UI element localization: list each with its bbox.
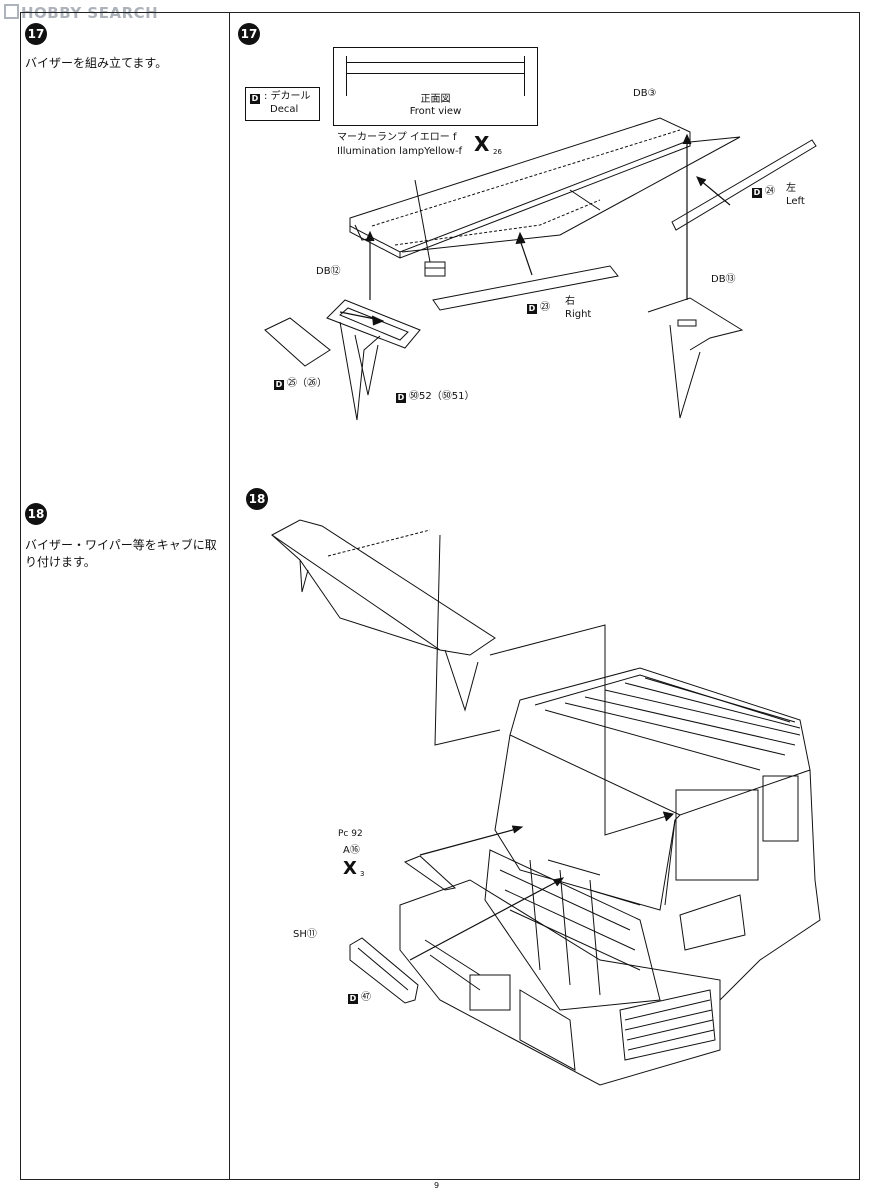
front-view-ja: 正面図: [420, 94, 451, 105]
front-view-en: Front view: [409, 106, 462, 117]
decal-legend: D : デカール Decal: [245, 87, 320, 121]
step-17-diagram-badge: 17: [238, 23, 260, 45]
part-a16: A⑯: [343, 845, 360, 856]
visor-assembly-17: [264, 117, 817, 421]
step-17-instruction: バイザーを組み立てます。: [25, 56, 168, 70]
visor-assembly-18: [271, 519, 501, 746]
part-pc92: Pc 92: [338, 829, 363, 839]
decal-icon: D: [396, 393, 406, 403]
part-d23-ja: 右: [565, 296, 575, 307]
column-divider: [229, 12, 230, 1179]
paint-x-icon: X: [474, 132, 490, 156]
decal-icon: D: [348, 994, 358, 1004]
step-18-instruction: バイザー・ワイパー等をキャブに取り付けます。: [25, 538, 217, 569]
part-sh11: SH⑪: [293, 929, 317, 940]
truck-cab: [349, 624, 821, 1086]
part-d24-en: Left: [786, 196, 805, 207]
decal-icon: D: [752, 188, 762, 198]
hobby-search-logo-icon: [4, 4, 19, 19]
page-number: 9: [434, 1181, 440, 1190]
page-frame: [20, 12, 860, 1180]
step-18-diagram-badge: 18: [246, 488, 268, 510]
paint-code-3: 3: [360, 870, 365, 878]
part-d24-ja: 左: [786, 183, 796, 194]
legend-en: Decal: [270, 104, 299, 115]
paint-x3-icon: X: [343, 858, 357, 879]
decal-icon: D: [250, 94, 260, 104]
front-view-visor-shape: [346, 62, 524, 74]
part-db3: DB③: [633, 88, 657, 99]
front-view-box: 正面図 Front view: [333, 47, 538, 126]
paint-code-26: 26: [493, 148, 502, 156]
marker-lamp-label-en: Illumination lampYellow-f: [337, 146, 463, 157]
part-db13: DB⑬: [711, 274, 736, 285]
part-d23-en: Right: [565, 309, 592, 320]
watermark: HOBBY SEARCH: [4, 4, 158, 22]
step-18-badge: 18: [25, 503, 47, 525]
marker-lamp-label-ja: マーカーランプ イエロー f: [337, 132, 457, 143]
decal-icon: D: [527, 304, 537, 314]
part-db12: DB⑫: [316, 266, 341, 277]
decal-icon: D: [274, 380, 284, 390]
step-17-badge: 17: [25, 23, 47, 45]
legend-ja: : デカール: [264, 91, 311, 102]
